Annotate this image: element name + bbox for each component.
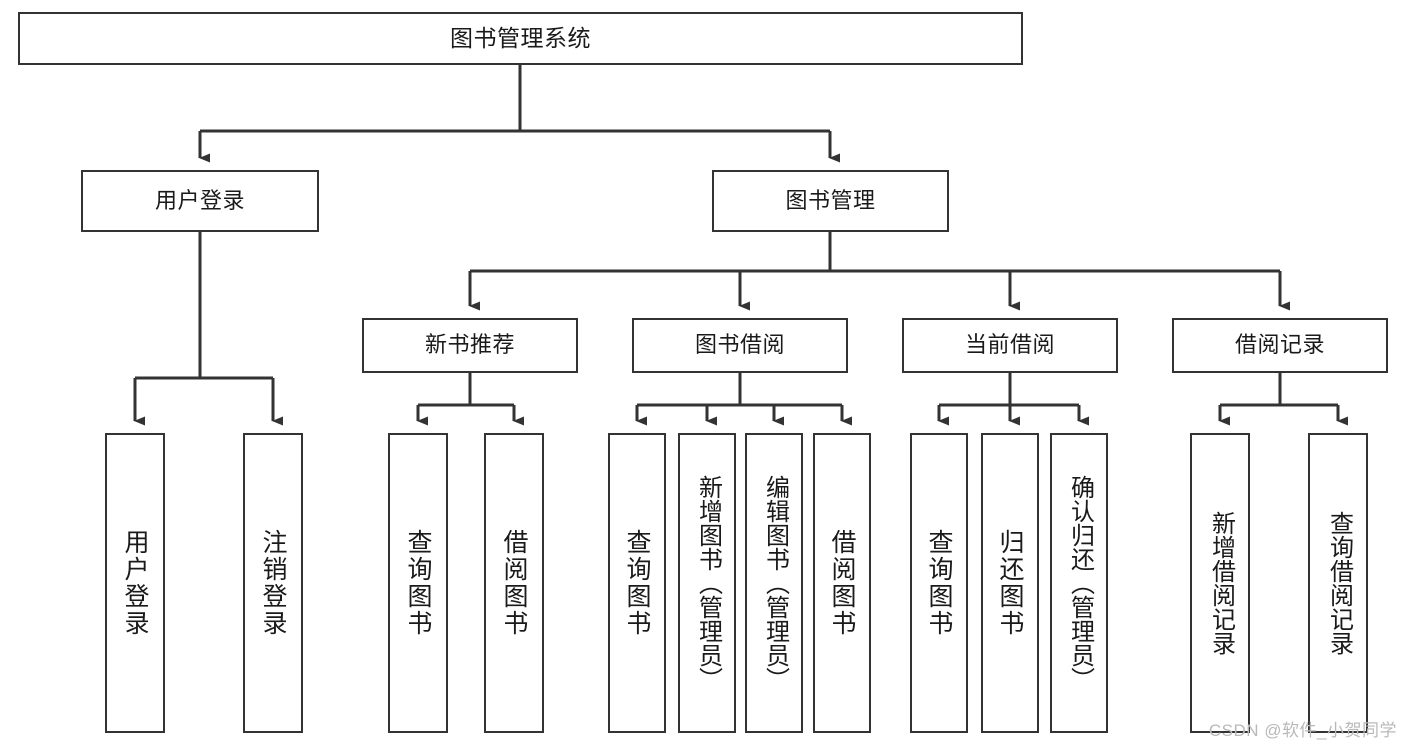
- node-root-system[interactable]: 图书管理系统: [18, 12, 1023, 65]
- node-new-book-recommendation[interactable]: 新书推荐: [362, 318, 578, 373]
- leaf-add-borrow-record[interactable]: 新增借阅记录: [1190, 433, 1250, 733]
- leaf-add-book-admin-label: 新增图书（管理员）: [694, 475, 722, 691]
- leaf-query-book-recommendation-label: 查询图书: [404, 529, 432, 637]
- leaf-edit-book-admin[interactable]: 编辑图书（管理员）: [745, 433, 803, 733]
- node-book-borrow-label: 图书借阅: [694, 332, 785, 358]
- leaf-add-borrow-record-label: 新增借阅记录: [1207, 511, 1235, 655]
- leaf-query-book-recommendation[interactable]: 查询图书: [388, 433, 448, 733]
- node-book-management[interactable]: 图书管理: [712, 170, 949, 232]
- node-borrow-record[interactable]: 借阅记录: [1172, 318, 1388, 373]
- leaf-borrow-book[interactable]: 借阅图书: [813, 433, 871, 733]
- leaf-return-book[interactable]: 归还图书: [981, 433, 1039, 733]
- leaf-borrow-book-label: 借阅图书: [828, 529, 856, 637]
- leaf-query-borrow-record[interactable]: 查询借阅记录: [1308, 433, 1368, 733]
- node-user-login[interactable]: 用户登录: [81, 170, 319, 232]
- leaf-add-book-admin[interactable]: 新增图书（管理员）: [678, 433, 736, 733]
- leaf-confirm-return-admin[interactable]: 确认归还（管理员）: [1050, 433, 1108, 733]
- node-current-borrow-label: 当前借阅: [964, 332, 1055, 358]
- node-new-book-recommendation-label: 新书推荐: [424, 332, 515, 358]
- node-root-system-label: 图书管理系统: [450, 24, 591, 51]
- leaf-query-book-borrow[interactable]: 查询图书: [608, 433, 666, 733]
- node-user-login-label: 用户登录: [154, 187, 245, 213]
- node-book-management-label: 图书管理: [785, 187, 876, 213]
- node-current-borrow[interactable]: 当前借阅: [902, 318, 1118, 373]
- leaf-return-book-label: 归还图书: [996, 529, 1024, 637]
- leaf-user-login-label: 用户登录: [121, 529, 149, 637]
- node-book-borrow[interactable]: 图书借阅: [632, 318, 848, 373]
- csdn-watermark: CSDN @软件_小贺同学: [1208, 721, 1397, 740]
- leaf-query-book-current-label: 查询图书: [925, 529, 953, 637]
- leaf-user-login[interactable]: 用户登录: [105, 433, 165, 733]
- leaf-borrow-book-recommendation[interactable]: 借阅图书: [484, 433, 544, 733]
- leaf-logout[interactable]: 注销登录: [243, 433, 303, 733]
- leaf-logout-label: 注销登录: [259, 529, 287, 637]
- leaf-query-book-current[interactable]: 查询图书: [910, 433, 968, 733]
- leaf-borrow-book-recommendation-label: 借阅图书: [500, 529, 528, 637]
- leaf-confirm-return-admin-label: 确认归还（管理员）: [1066, 475, 1094, 691]
- leaf-edit-book-admin-label: 编辑图书（管理员）: [761, 475, 789, 691]
- leaf-query-book-borrow-label: 查询图书: [623, 529, 651, 637]
- node-borrow-record-label: 借阅记录: [1234, 332, 1325, 358]
- leaf-query-borrow-record-label: 查询借阅记录: [1325, 511, 1353, 655]
